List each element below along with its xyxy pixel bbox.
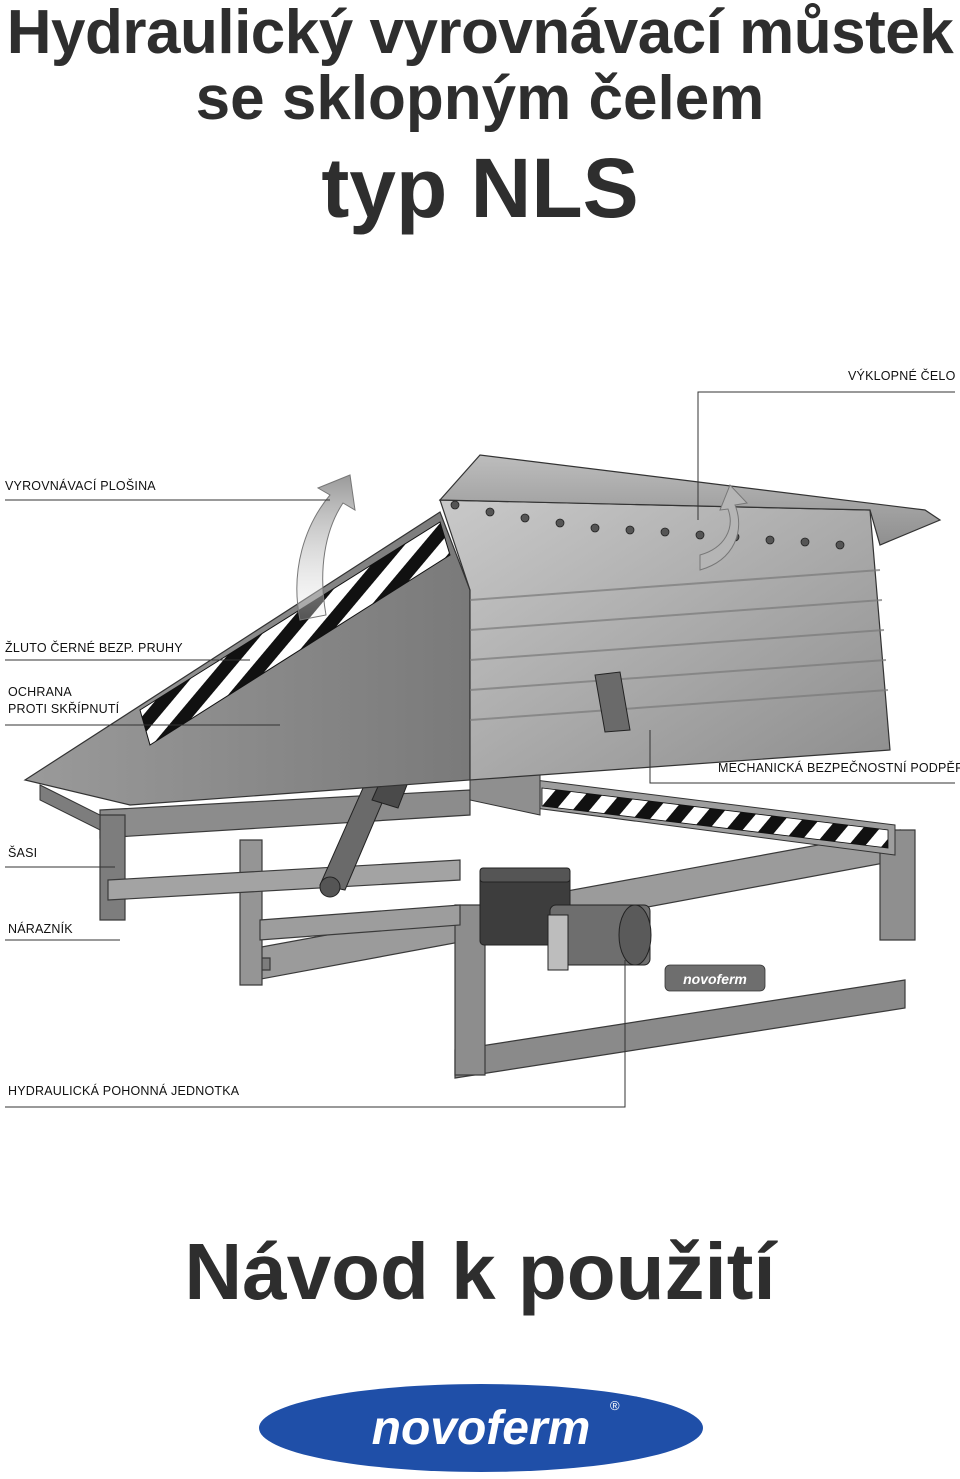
label-power-unit: HYDRAULICKÁ POHONNÁ JEDNOTKA (8, 1084, 240, 1098)
dock-leveler-illustration: novoferm (5, 391, 955, 1108)
leader-safety-support (649, 730, 955, 784)
model-title: typ NLS (321, 141, 639, 235)
tilting-lip (438, 454, 942, 546)
label-chassis: ŠASI (8, 846, 38, 860)
label-safety-support: MECHANICKÁ BEZPEČNOSTNÍ PODPĚRA (718, 761, 960, 775)
registered-mark: ® (610, 1398, 620, 1413)
label-bumper: NÁRAZNÍK (8, 922, 73, 936)
label-leveling-platform: VYROVNÁVACÍ PLOŠINA (5, 479, 156, 493)
title-line-1: Hydraulický vyrovnávací můstek (6, 0, 954, 67)
deck-lift-arrow (296, 474, 356, 621)
leader-power-unit (5, 960, 626, 1108)
safety-support-bar (469, 759, 896, 856)
deck-ribs (469, 569, 889, 721)
label-anti-pinch-line-2: PROTI SKŘÍPNUTÍ (8, 701, 120, 716)
hydraulic-power-unit (479, 867, 652, 971)
frame-badge: novoferm (664, 964, 766, 992)
lip-rotation-arrow (699, 484, 749, 571)
warning-stripes (139, 521, 451, 746)
dock-leveler-diagram: novoferm VÝKLOPNÉ ČELO VYROVNÁVACÍ PLOŠI… (0, 360, 960, 1120)
frame-badge-text: novoferm (683, 971, 747, 987)
bumper (39, 784, 101, 831)
label-warning-stripes: ŽLUTO ČERNÉ BEZP. PRUHY (5, 641, 183, 655)
brand-logo: novoferm ® (256, 1382, 706, 1474)
brand-logo-text: novoferm (372, 1402, 591, 1455)
label-tilting-lip: VÝKLOPNÉ ČELO (848, 369, 956, 383)
title-line-2: se sklopným čelem (195, 64, 765, 133)
leveling-deck (439, 499, 891, 781)
subtitle: Návod k použití (184, 1227, 776, 1316)
leader-tilting-lip (697, 391, 955, 520)
label-anti-pinch-line-1: OCHRANA (8, 685, 72, 699)
callout-lines (5, 391, 955, 1108)
brand-logo-graphic: novoferm ® (259, 1384, 703, 1472)
label-anti-pinch: OCHRANA PROTI SKŘÍPNUTÍ (8, 684, 119, 718)
deck-support-arm (594, 671, 631, 733)
